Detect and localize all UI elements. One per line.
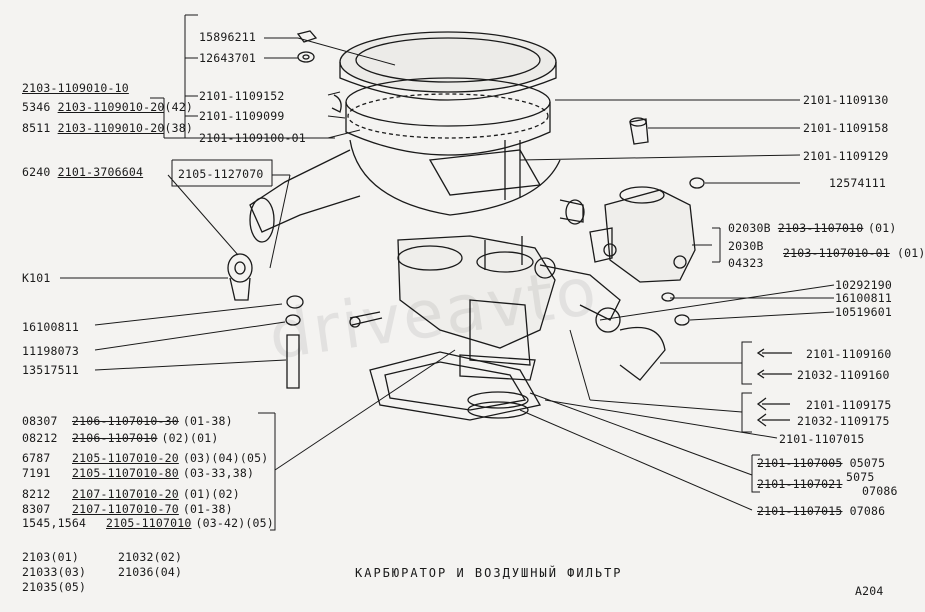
filter-part-1: 2103-1109010-10 [22, 81, 129, 95]
carburetor-code: 08307 [22, 414, 58, 428]
figure-title: КАРБЮРАТОР И ВОЗДУШНЫЙ ФИЛЬТР [355, 566, 623, 580]
carburetor-code: 8212 [22, 487, 51, 501]
carb-right-1: 02030В 2103-1107010(01) [728, 221, 897, 235]
carburetor-applicability: (02)(01) [161, 431, 219, 445]
label-12643701: 12643701 [199, 51, 256, 65]
carburetor-list-row: 08307 2106-1107010-30(01-38) [22, 414, 233, 428]
figure-code: А204 [855, 584, 884, 598]
gasket-4: 2101-1107015 07086 [757, 504, 886, 518]
carburetor-code: 6787 [22, 451, 51, 465]
carburetor-list-row: 6787 2105-1107010-20(03)(04)(05) [22, 451, 268, 465]
carburetor-code: 1545,1564 [22, 516, 87, 530]
label-k101: К101 [22, 271, 51, 285]
carburetor-part-number: 2105-1107010-80 [72, 466, 179, 480]
label-15896211: 15896211 [199, 30, 256, 44]
bolt-b2: 21032-1109175 [797, 414, 890, 428]
carb-right-3: 04323 [728, 256, 764, 270]
label-13517511: 13517511 [22, 363, 79, 377]
carburetor-part-number: 2106-1107010-30 [72, 414, 179, 428]
carburetor-applicability: (03-33,38) [182, 466, 255, 480]
label-2101-1109099: 2101-1109099 [199, 109, 285, 123]
bolt-a1: 2101-1109160 [806, 347, 892, 361]
label-2101-1109152: 2101-1109152 [199, 89, 285, 103]
label-2101-1109100-01: 2101-1109100-01 [199, 131, 306, 145]
carburetor-list-row: 08212 2106-1107010(02)(01) [22, 431, 218, 445]
carburetor-applicability: (03-42)(05) [195, 516, 274, 530]
carb-right-2-part: 2103-1107010-01 (01) [783, 246, 925, 260]
carburetor-part-number: 2105-1107010 [106, 516, 192, 530]
gasket-3-code: 07086 [862, 484, 898, 498]
carburetor-code: 8307 [22, 502, 51, 516]
label-10292190: 10292190 [835, 278, 892, 292]
carburetor-part-number: 2105-1107010-20 [72, 451, 179, 465]
filter-part-2: 5346 2103-1109010-20(42) [22, 100, 193, 114]
label-11198073: 11198073 [22, 344, 79, 358]
label-2101-1109158: 2101-1109158 [803, 121, 889, 135]
label-10519601: 10519601 [835, 305, 892, 319]
label-2101-1107015: 2101-1107015 [779, 432, 865, 446]
carburetor-list-row: 8307 2107-1107010-70(01-38) [22, 502, 233, 516]
carburetor-part-number: 2107-1107010-70 [72, 502, 179, 516]
model-c2-1: 21036(04) [118, 565, 183, 579]
carburetor-list-row: 8212 2107-1107010-20(01)(02) [22, 487, 240, 501]
carburetor-applicability: (01-38) [182, 502, 233, 516]
label-6240: 6240 2101-3706604 [22, 165, 144, 179]
carburetor-applicability: (01-38) [182, 414, 233, 428]
carburetor-applicability: (01)(02) [182, 487, 240, 501]
model-c1-0: 2103(01) [22, 550, 79, 564]
label-12574111: 12574111 [829, 176, 886, 190]
bolt-b1: 2101-1109175 [806, 398, 892, 412]
filter-part-3: 8511 2103-1109010-20(38) [22, 121, 193, 135]
carburetor-part-number: 2107-1107010-20 [72, 487, 179, 501]
model-c1-1: 21033(03) [22, 565, 87, 579]
gasket-2: 5075 [846, 470, 875, 484]
label-2105-1127070: 2105-1127070 [178, 167, 264, 181]
label-16100811-right: 16100811 [835, 291, 892, 305]
carburetor-applicability: (03)(04)(05) [182, 451, 269, 465]
carb-right-2: 2030В [728, 239, 764, 253]
label-2101-1109129: 2101-1109129 [803, 149, 889, 163]
carburetor-part-number: 2106-1107010 [72, 431, 158, 445]
bolt-a2: 21032-1109160 [797, 368, 890, 382]
gasket-3-part: 2101-1107021 [757, 477, 843, 491]
model-c2-0: 21032(02) [118, 550, 183, 564]
label-2101-1109130: 2101-1109130 [803, 93, 889, 107]
carburetor-list-row: 1545,1564 2105-1107010(03-42)(05) [22, 516, 274, 530]
model-c1-2: 21035(05) [22, 580, 87, 594]
carburetor-list-row: 7191 2105-1107010-80(03-33,38) [22, 466, 254, 480]
carburetor-code: 08212 [22, 431, 58, 445]
carburetor-code: 7191 [22, 466, 51, 480]
gasket-1: 2101-1107005 05075 [757, 456, 886, 470]
label-16100811-left: 16100811 [22, 320, 79, 334]
